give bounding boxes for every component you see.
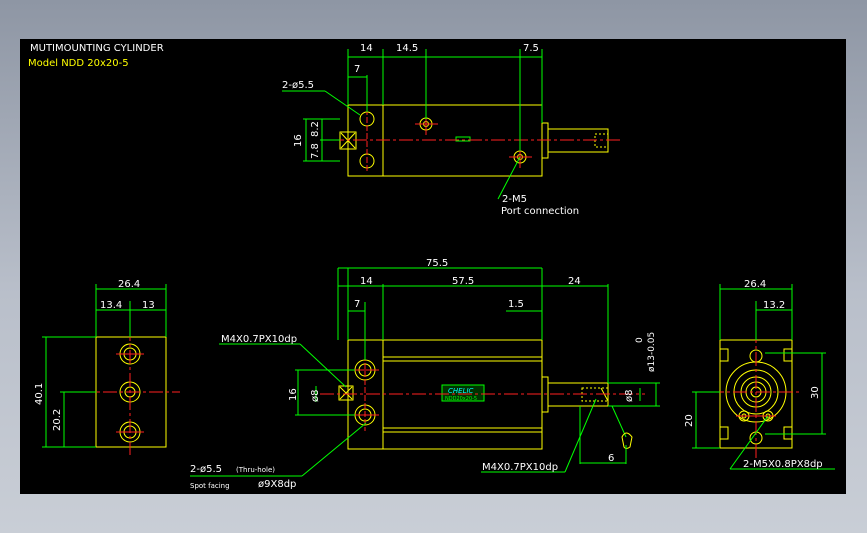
front-view-brand-plate: [441, 384, 485, 402]
top-port-note: Port connection: [501, 206, 579, 217]
front-spot-value: ø9X8dp: [258, 479, 296, 490]
top-dim-16: 16: [293, 134, 304, 147]
left-view: 26.4 13.4 13 40.1 20.2: [34, 279, 180, 455]
front-dim-57-5: 57.5: [452, 276, 474, 287]
left-dim-40-1: 40.1: [34, 383, 45, 405]
cad-drawing: MUTIMOUNTING CYLINDER Model NDD 20x20-5: [28, 43, 835, 490]
front-view-brand: CHELIC: [448, 387, 474, 395]
front-dim-dia-8-right: ø8: [624, 390, 635, 402]
top-dim-14-5: 14.5: [396, 43, 418, 54]
right-dim-20: 20: [684, 414, 695, 427]
left-dim-13-4: 13.4: [100, 300, 122, 311]
front-tol-bottom: ø13-0.05: [647, 332, 657, 372]
front-dim-dia-8-left: ø8: [310, 390, 321, 402]
front-hole-note: 2-ø5.5: [190, 464, 222, 475]
right-callout: 2-M5X0.8PX8dp: [743, 459, 823, 470]
front-view: CHELIC NDD20x20-5 75.5 14 57.5 24 7 1.5 …: [190, 258, 660, 490]
front-spot-facing: Spot facing: [190, 482, 230, 490]
right-dim-30: 30: [810, 386, 821, 399]
front-thread-callout-top: M4X0.7PX10dp: [221, 334, 297, 345]
front-dim-24: 24: [568, 276, 581, 287]
top-dim-7-8: 7.8: [310, 143, 321, 159]
front-dim-75-5: 75.5: [426, 258, 448, 269]
front-tol-top: 0: [635, 337, 645, 343]
front-dim-16: 16: [288, 388, 299, 401]
right-dim-26-4: 26.4: [744, 279, 766, 290]
title-line-1: MUTIMOUNTING CYLINDER: [30, 43, 164, 54]
left-dim-26-4: 26.4: [118, 279, 140, 290]
front-dim-7: 7: [354, 299, 360, 310]
front-dim-1-5: 1.5: [508, 299, 524, 310]
front-dim-14: 14: [360, 276, 373, 287]
front-thread-callout-bottom: M4X0.7PX10dp: [482, 462, 558, 473]
cad-viewport[interactable]: MUTIMOUNTING CYLINDER Model NDD 20x20-5: [20, 39, 846, 494]
front-view-brand-sub: NDD20x20-5: [445, 396, 477, 402]
top-dim-8-2: 8.2: [310, 121, 321, 137]
left-dim-13: 13: [142, 300, 155, 311]
title-line-2: Model NDD 20x20-5: [28, 58, 129, 69]
top-dim-7: 7: [354, 64, 360, 75]
top-dim-14: 14: [360, 43, 373, 54]
right-dim-13-2: 13.2: [763, 300, 785, 311]
front-dim-6: 6: [608, 453, 614, 464]
top-hole-callout: 2-ø5.5: [282, 80, 314, 91]
right-view: 26.4 13.2 30 20 2-M5X0.8PX8dp: [684, 279, 835, 470]
top-view: 14 14.5 7.5 7 16 7.8 8.2 2-ø5.5 2-M5 Por…: [282, 43, 620, 217]
top-port-callout: 2-M5: [502, 194, 527, 205]
top-dim-7-5: 7.5: [523, 43, 539, 54]
left-dim-20-2: 20.2: [52, 409, 63, 431]
front-hole-note-small: (Thru-hole): [236, 466, 275, 474]
